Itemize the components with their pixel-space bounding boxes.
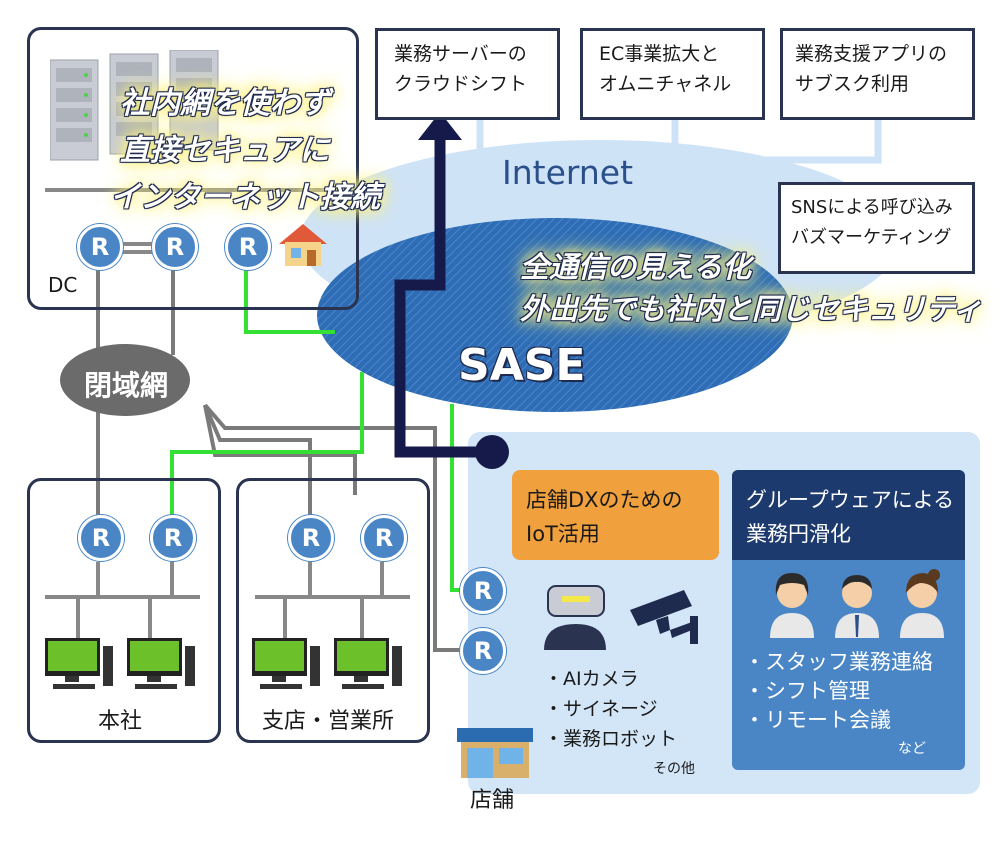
dc-label: DC — [48, 273, 78, 297]
iot-title-line-1: 店舗DXのための — [526, 488, 683, 512]
groupware-item-list: ・スタッフ業務連絡 ・シフト管理 ・リモート会議 — [744, 648, 933, 735]
router-honsha-1[interactable]: R — [78, 515, 124, 561]
iot-more: その他 — [653, 761, 695, 777]
house-icon — [279, 224, 327, 266]
cloud-service-box-3: 業務支援アプリの サブスク利用 — [780, 28, 975, 120]
groupware-title-line-2: 業務円滑化 — [746, 522, 851, 546]
honsha-label: 本社 — [98, 709, 143, 734]
cloud-service-box-2: EC事業拡大と オムニチャネル — [580, 28, 765, 120]
sase-label: SASE — [458, 340, 586, 391]
ai-camera-icon — [544, 585, 606, 650]
sase-green-lines — [170, 263, 462, 592]
router-branch-2[interactable]: R — [361, 515, 407, 561]
iot-item: ・サイネージ — [544, 698, 658, 720]
dc-benefit-line-3: インターネット接続 — [110, 180, 380, 215]
iot-item: ・AIカメラ — [544, 668, 639, 690]
dc-box — [27, 27, 359, 310]
router-store-2[interactable]: R — [460, 628, 506, 674]
branch-label: 支店・営業所 — [262, 709, 395, 734]
pc-icons-honsha — [45, 638, 195, 689]
staff-avatars-icon — [770, 569, 944, 638]
groupware-item: ・シフト管理 — [744, 679, 870, 703]
groupware-item: ・リモート会議 — [744, 708, 891, 732]
closed-network-lines — [96, 263, 463, 652]
branch-box — [236, 478, 430, 743]
router-dc-1[interactable]: R — [77, 224, 123, 270]
honsha-box — [27, 478, 221, 743]
groupware-item: ・スタッフ業務連絡 — [744, 650, 933, 674]
iot-item: ・業務ロボット — [544, 728, 678, 750]
iot-item-list: ・AIカメラ ・サイネージ ・業務ロボット — [544, 664, 677, 754]
cloud-service-box-4: SNSによる呼び込み バズマーケティング — [778, 182, 975, 274]
router-dc-3[interactable]: R — [225, 224, 271, 270]
closed-network-ellipse — [60, 344, 190, 416]
iot-panel — [512, 470, 719, 560]
server-rack-icon — [50, 50, 219, 161]
dc-benefit-line-1: 社内網を使わず — [120, 86, 330, 121]
groupware-title-line-1: グループウェアによる — [746, 488, 955, 512]
dc-benefit-line-2: 直接セキュアに — [120, 133, 330, 168]
closed-network-label: 閉域網 — [84, 369, 169, 402]
groupware-more: など — [898, 741, 926, 757]
pc-icons-branch — [252, 638, 402, 689]
cloud-service-box-1: 業務サーバーの クラウドシフト — [375, 28, 560, 120]
router-branch-1[interactable]: R — [288, 515, 334, 561]
sase-benefit-2: 外出先でも社内と同じセキュリティ — [520, 292, 983, 326]
security-camera-icon — [630, 590, 698, 644]
store-building-icon — [457, 728, 533, 778]
store-label: 店舗 — [470, 788, 515, 813]
sase-benefit-1: 全通信の見える化 — [520, 250, 752, 284]
internet-label: Internet — [502, 153, 634, 192]
router-store-1[interactable]: R — [460, 568, 506, 614]
router-honsha-2[interactable]: R — [150, 515, 196, 561]
iot-title-line-2: IoT活用 — [526, 522, 600, 546]
router-dc-2[interactable]: R — [152, 224, 198, 270]
direct-internet-arrow — [394, 112, 509, 469]
